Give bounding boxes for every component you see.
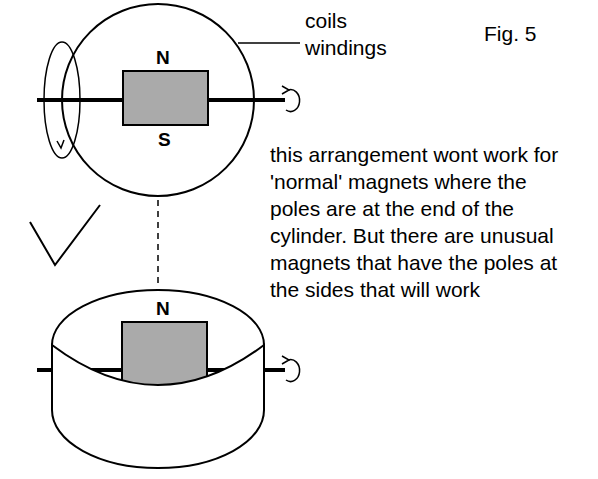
shaft-stub: [264, 368, 285, 372]
cylinder-front: [52, 345, 264, 468]
pole-label: S: [158, 129, 171, 151]
rotation-arrow: [286, 360, 300, 382]
rotation-arrowhead: [282, 356, 289, 364]
check-mark: [30, 205, 100, 265]
magnet: [123, 71, 208, 125]
pole-label: N: [156, 298, 170, 320]
pole-label: N: [156, 47, 170, 69]
leader-line: [238, 42, 300, 44]
dashed-line: [157, 200, 159, 288]
part-label: coils windings: [305, 7, 410, 61]
note-text: this arrangement wont work for 'normal' …: [270, 141, 570, 303]
shaft-stub: [37, 368, 52, 372]
figure-number: Fig. 5: [484, 20, 537, 47]
rotation-arrowhead: [282, 86, 289, 94]
rotation-arrow: [286, 90, 300, 112]
coil-arrow: [57, 140, 64, 148]
